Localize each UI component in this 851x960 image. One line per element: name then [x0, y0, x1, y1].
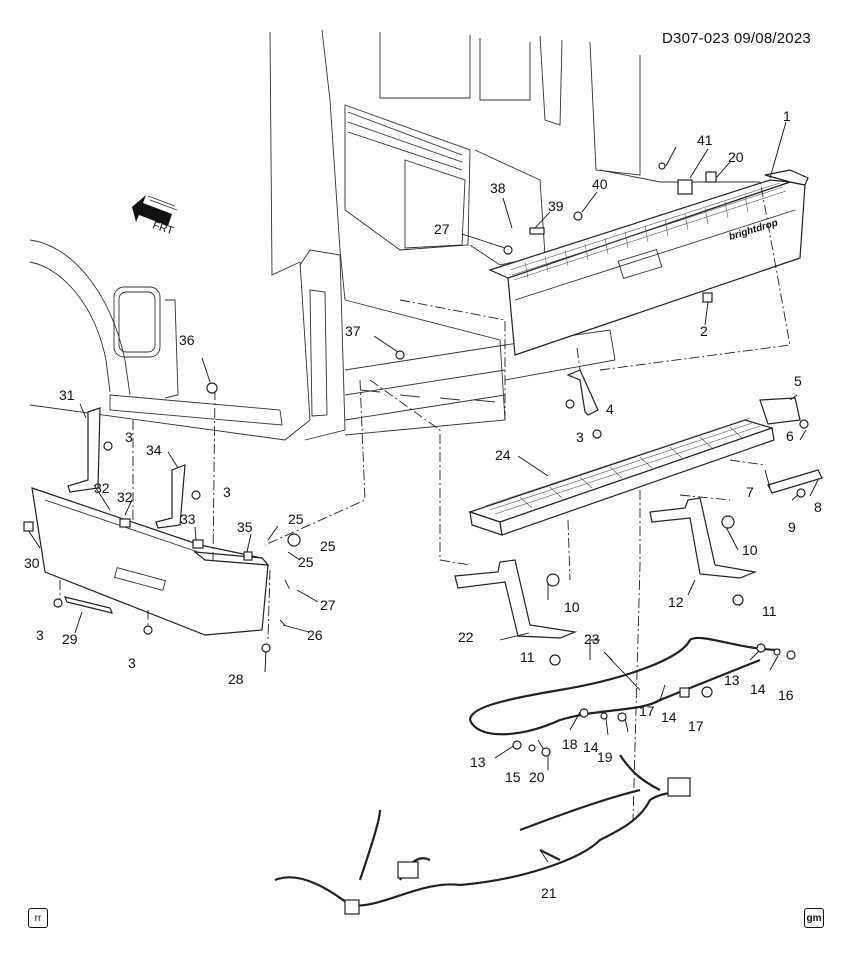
callout-4: 4 [606, 401, 614, 417]
callout-35: 36 [179, 332, 195, 348]
callout-11: 11 [520, 649, 535, 665]
vertical-bracket-33 [155, 464, 186, 529]
callout-34: 35 [237, 519, 253, 535]
callout-3: 3 [128, 655, 136, 671]
callout-6: 6 [786, 428, 794, 444]
fasteners [23, 162, 809, 757]
callout-25: 26 [307, 627, 323, 643]
callout-21: 22 [458, 629, 474, 645]
callout-14: 14 [583, 739, 599, 755]
callout-22: 23 [584, 631, 600, 647]
callout-38: 39 [548, 198, 564, 214]
callout-10: 10 [742, 542, 758, 558]
callout-32: 32 [117, 489, 133, 505]
callout-20: 20 [728, 149, 744, 165]
callout-28: 29 [62, 631, 78, 647]
document-id: D307-023 09/08/2023 [662, 30, 811, 47]
callout-27: 27 [434, 221, 450, 237]
front-direction-arrow: FRT [132, 195, 178, 237]
callout-14: 14 [750, 681, 766, 697]
rear-step-assembly: brightdrop [488, 169, 809, 356]
callout-31: 32 [94, 480, 110, 496]
gm-logo-icon: gm [804, 908, 824, 928]
callout-15: 16 [778, 687, 794, 703]
step-plate [468, 417, 775, 536]
callout-labels: 1 2 3 3 3 3 3 4 5 6 7 8 9 10 10 11 11 12… [24, 108, 822, 901]
callout-17: 18 [562, 736, 578, 752]
rear-view-icon: rr [28, 908, 48, 928]
callout-18: 19 [597, 749, 613, 765]
callout-11: 11 [762, 603, 777, 619]
callout-25: 25 [288, 511, 304, 527]
callout-19: 20 [529, 769, 545, 785]
alignment-lines [59, 179, 791, 821]
callout-16: 17 [688, 718, 704, 734]
callout-9: 9 [788, 519, 796, 535]
callout-39: 40 [592, 176, 608, 192]
bracket-right [649, 497, 758, 579]
callout-33: 34 [146, 442, 162, 458]
callout-17: 17 [639, 703, 655, 719]
callout-20: 21 [541, 885, 557, 901]
trim-strip [64, 596, 113, 614]
callout-32: 33 [180, 511, 196, 527]
callout-10: 10 [564, 599, 580, 615]
callout-26: 27 [320, 597, 336, 613]
callout-2: 2 [700, 323, 708, 339]
front-direction-label: FRT [151, 219, 175, 237]
callout-3: 3 [36, 627, 44, 643]
step-bracket [566, 369, 599, 416]
callout-40: 41 [697, 132, 713, 148]
callout-24: 25 [320, 538, 336, 554]
callout-14: 15 [505, 769, 521, 785]
callout-30: 31 [59, 387, 75, 403]
callout-5: 5 [794, 373, 802, 389]
callout-7: 7 [746, 484, 754, 500]
callout-14: 14 [661, 709, 677, 725]
callout-8: 8 [814, 499, 822, 515]
callout-13: 13 [470, 754, 486, 770]
callout-3: 3 [125, 429, 133, 445]
step-pad [759, 397, 801, 425]
callout-13: 13 [724, 672, 740, 688]
callout-23: 24 [495, 447, 511, 463]
callout-29: 30 [24, 555, 40, 571]
wiring-harness [274, 636, 781, 915]
callout-3: 3 [223, 484, 231, 500]
callout-36: 37 [345, 323, 361, 339]
rear-fascia-panel [31, 487, 270, 636]
vertical-bracket-30 [67, 407, 101, 493]
callout-37: 38 [490, 180, 506, 196]
callout-12: 12 [668, 594, 684, 610]
callout-27: 28 [228, 671, 244, 687]
callout-1: 1 [783, 108, 791, 124]
callout-25: 25 [298, 554, 314, 570]
bracket-left [454, 559, 578, 639]
fastener-nut [702, 292, 713, 303]
mounting-plate [767, 469, 823, 494]
step-tread-pattern [509, 182, 787, 281]
callout-3: 3 [576, 429, 584, 445]
